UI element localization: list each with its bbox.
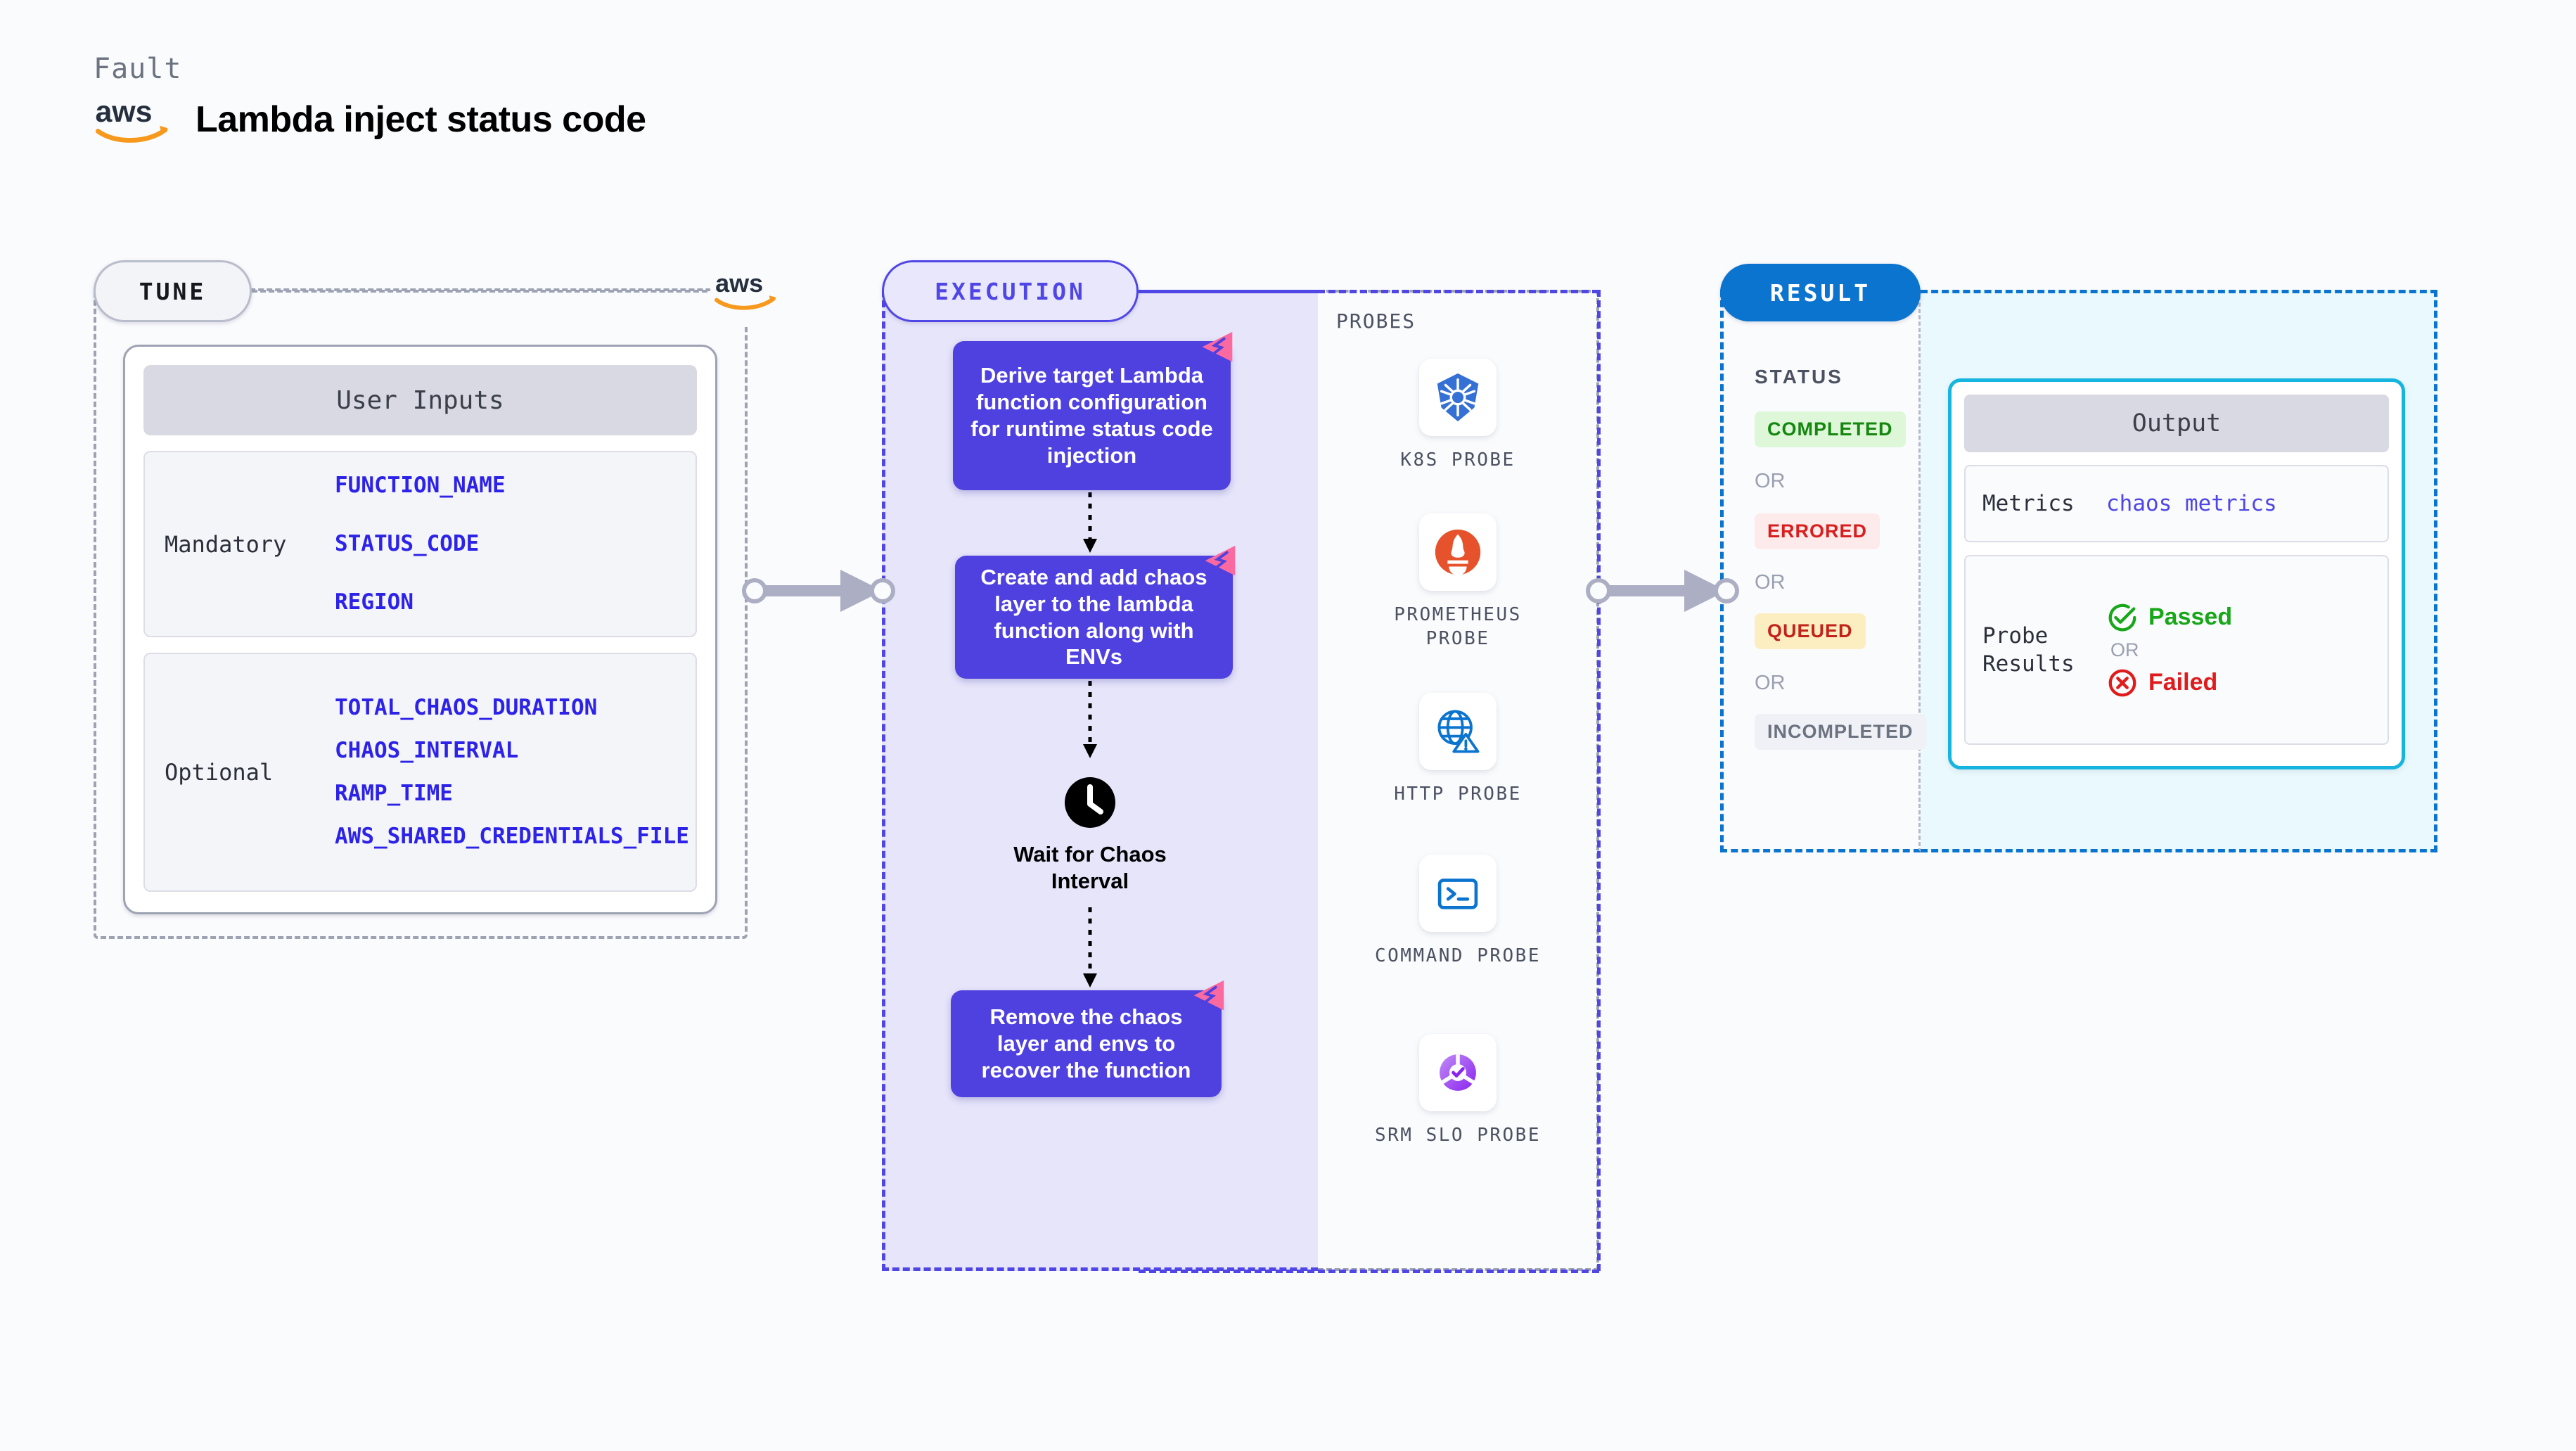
user-inputs-header: User Inputs (143, 365, 697, 435)
status-title: STATUS (1755, 366, 1843, 388)
http-globe-icon (1419, 693, 1497, 770)
optional-values: TOTAL_CHAOS_DURATION CHAOS_INTERVAL RAMP… (335, 693, 696, 852)
terminal-icon (1419, 855, 1497, 932)
page-title: Lambda inject status code (196, 99, 646, 140)
status-badge-errored: ERRORED (1755, 513, 1880, 549)
execution-badge[interactable]: EXECUTION (882, 260, 1139, 322)
wait-for-chaos-interval-node: Wait for Chaos Interval (985, 775, 1196, 895)
input-total-chaos-duration: TOTAL_CHAOS_DURATION (335, 694, 598, 720)
result-badge[interactable]: RESULT (1720, 264, 1921, 321)
kubernetes-icon (1419, 359, 1497, 436)
probe-label-srm-slo: SRM SLO PROBE (1375, 1125, 1541, 1146)
probe-label-command: COMMAND PROBE (1375, 945, 1541, 966)
srm-slo-icon (1419, 1034, 1497, 1111)
output-probe-results-row: Probe Results Passed OR Failed (1964, 555, 2389, 745)
svg-text:aws: aws (715, 268, 763, 297)
flow-arrow-2 (1083, 681, 1097, 758)
probe-item-k8s[interactable]: K8S PROBE (1370, 359, 1546, 473)
prometheus-icon (1419, 513, 1497, 591)
execution-step-1[interactable]: Derive target Lambda function configurat… (953, 341, 1231, 490)
x-circle-icon (2108, 669, 2136, 696)
chaos-badge-icon (1202, 331, 1233, 362)
execution-step-2[interactable]: Create and add chaos layer to the lambda… (955, 556, 1233, 679)
clock-icon (1065, 777, 1115, 828)
input-region: REGION (335, 589, 414, 615)
metrics-value: chaos metrics (2106, 491, 2277, 516)
probe-item-srm-slo[interactable]: SRM SLO PROBE (1370, 1034, 1546, 1148)
optional-inputs-section: Optional TOTAL_CHAOS_DURATION CHAOS_INTE… (143, 653, 697, 892)
status-badge-incompleted: INCOMPLETED (1755, 714, 1926, 750)
probe-or-label: OR (2110, 639, 2139, 660)
status-or-1: OR (1755, 470, 1786, 492)
mandatory-inputs-section: Mandatory FUNCTION_NAME STATUS_CODE REGI… (143, 451, 697, 637)
input-aws-shared-credentials-file: AWS_SHARED_CREDENTIALS_FILE (335, 824, 689, 850)
page-eyebrow: Fault (94, 53, 182, 85)
result-status-panel (1720, 290, 1921, 852)
probe-item-prometheus[interactable]: PROMETHEUS PROBE (1370, 513, 1546, 651)
input-function-name: FUNCTION_NAME (335, 472, 506, 498)
check-circle-icon (2108, 603, 2136, 631)
chaos-badge-icon (1193, 980, 1224, 1011)
probe-item-command[interactable]: COMMAND PROBE (1370, 855, 1546, 969)
status-badge-queued: QUEUED (1755, 613, 1866, 649)
input-chaos-interval: CHAOS_INTERVAL (335, 737, 519, 763)
tune-top-divider (252, 290, 716, 293)
probe-results-key: Probe Results (1982, 622, 2075, 677)
status-or-2: OR (1755, 571, 1786, 594)
probe-results-values: Passed OR Failed (2106, 601, 2232, 699)
probe-label-http: HTTP PROBE (1394, 784, 1522, 805)
aws-logo: aws (94, 91, 177, 146)
probes-title: PROBES (1336, 309, 1416, 333)
aws-provider-logo: aws (710, 253, 784, 327)
flow-arrow-3 (1083, 907, 1097, 987)
svg-text:aws: aws (95, 95, 152, 129)
probes-right-border (1597, 290, 1601, 1271)
probe-item-http[interactable]: HTTP PROBE (1370, 693, 1546, 807)
probe-result-passed: Passed (2106, 601, 2232, 634)
metrics-key: Metrics (1982, 490, 2075, 516)
probe-failed-label: Failed (2148, 669, 2218, 696)
probes-top-border (1139, 290, 1599, 293)
connector-tune-to-execution (742, 570, 895, 612)
connector-execution-to-result (1586, 570, 1739, 612)
output-metrics-row: Metrics chaos metrics (1964, 465, 2389, 542)
flow-arrow-1 (1083, 492, 1097, 553)
mandatory-values: FUNCTION_NAME STATUS_CODE REGION (335, 471, 696, 618)
mandatory-label: Mandatory (165, 530, 287, 558)
probe-passed-label: Passed (2148, 603, 2233, 630)
output-header: Output (1964, 395, 2389, 452)
input-ramp-time: RAMP_TIME (335, 781, 453, 806)
chaos-badge-icon (1205, 545, 1236, 576)
output-card: Output Metrics chaos metrics Probe Resul… (1948, 378, 2405, 769)
user-inputs-card: User Inputs Mandatory FUNCTION_NAME STAT… (123, 345, 717, 914)
tune-badge[interactable]: TUNE (94, 260, 252, 322)
wait-node-label: Wait for Chaos Interval (1013, 842, 1167, 893)
input-status-code: STATUS_CODE (335, 530, 480, 556)
status-or-3: OR (1755, 672, 1786, 694)
probe-label-prometheus: PROMETHEUS PROBE (1394, 604, 1522, 649)
optional-label: Optional (165, 759, 274, 786)
execution-step-3[interactable]: Remove the chaos layer and envs to recov… (951, 990, 1222, 1097)
probes-bottom-border (1139, 1270, 1599, 1273)
status-badge-completed: COMPLETED (1755, 411, 1906, 447)
probe-label-k8s: K8S PROBE (1400, 449, 1516, 471)
probe-result-failed: Failed (2106, 667, 2232, 699)
